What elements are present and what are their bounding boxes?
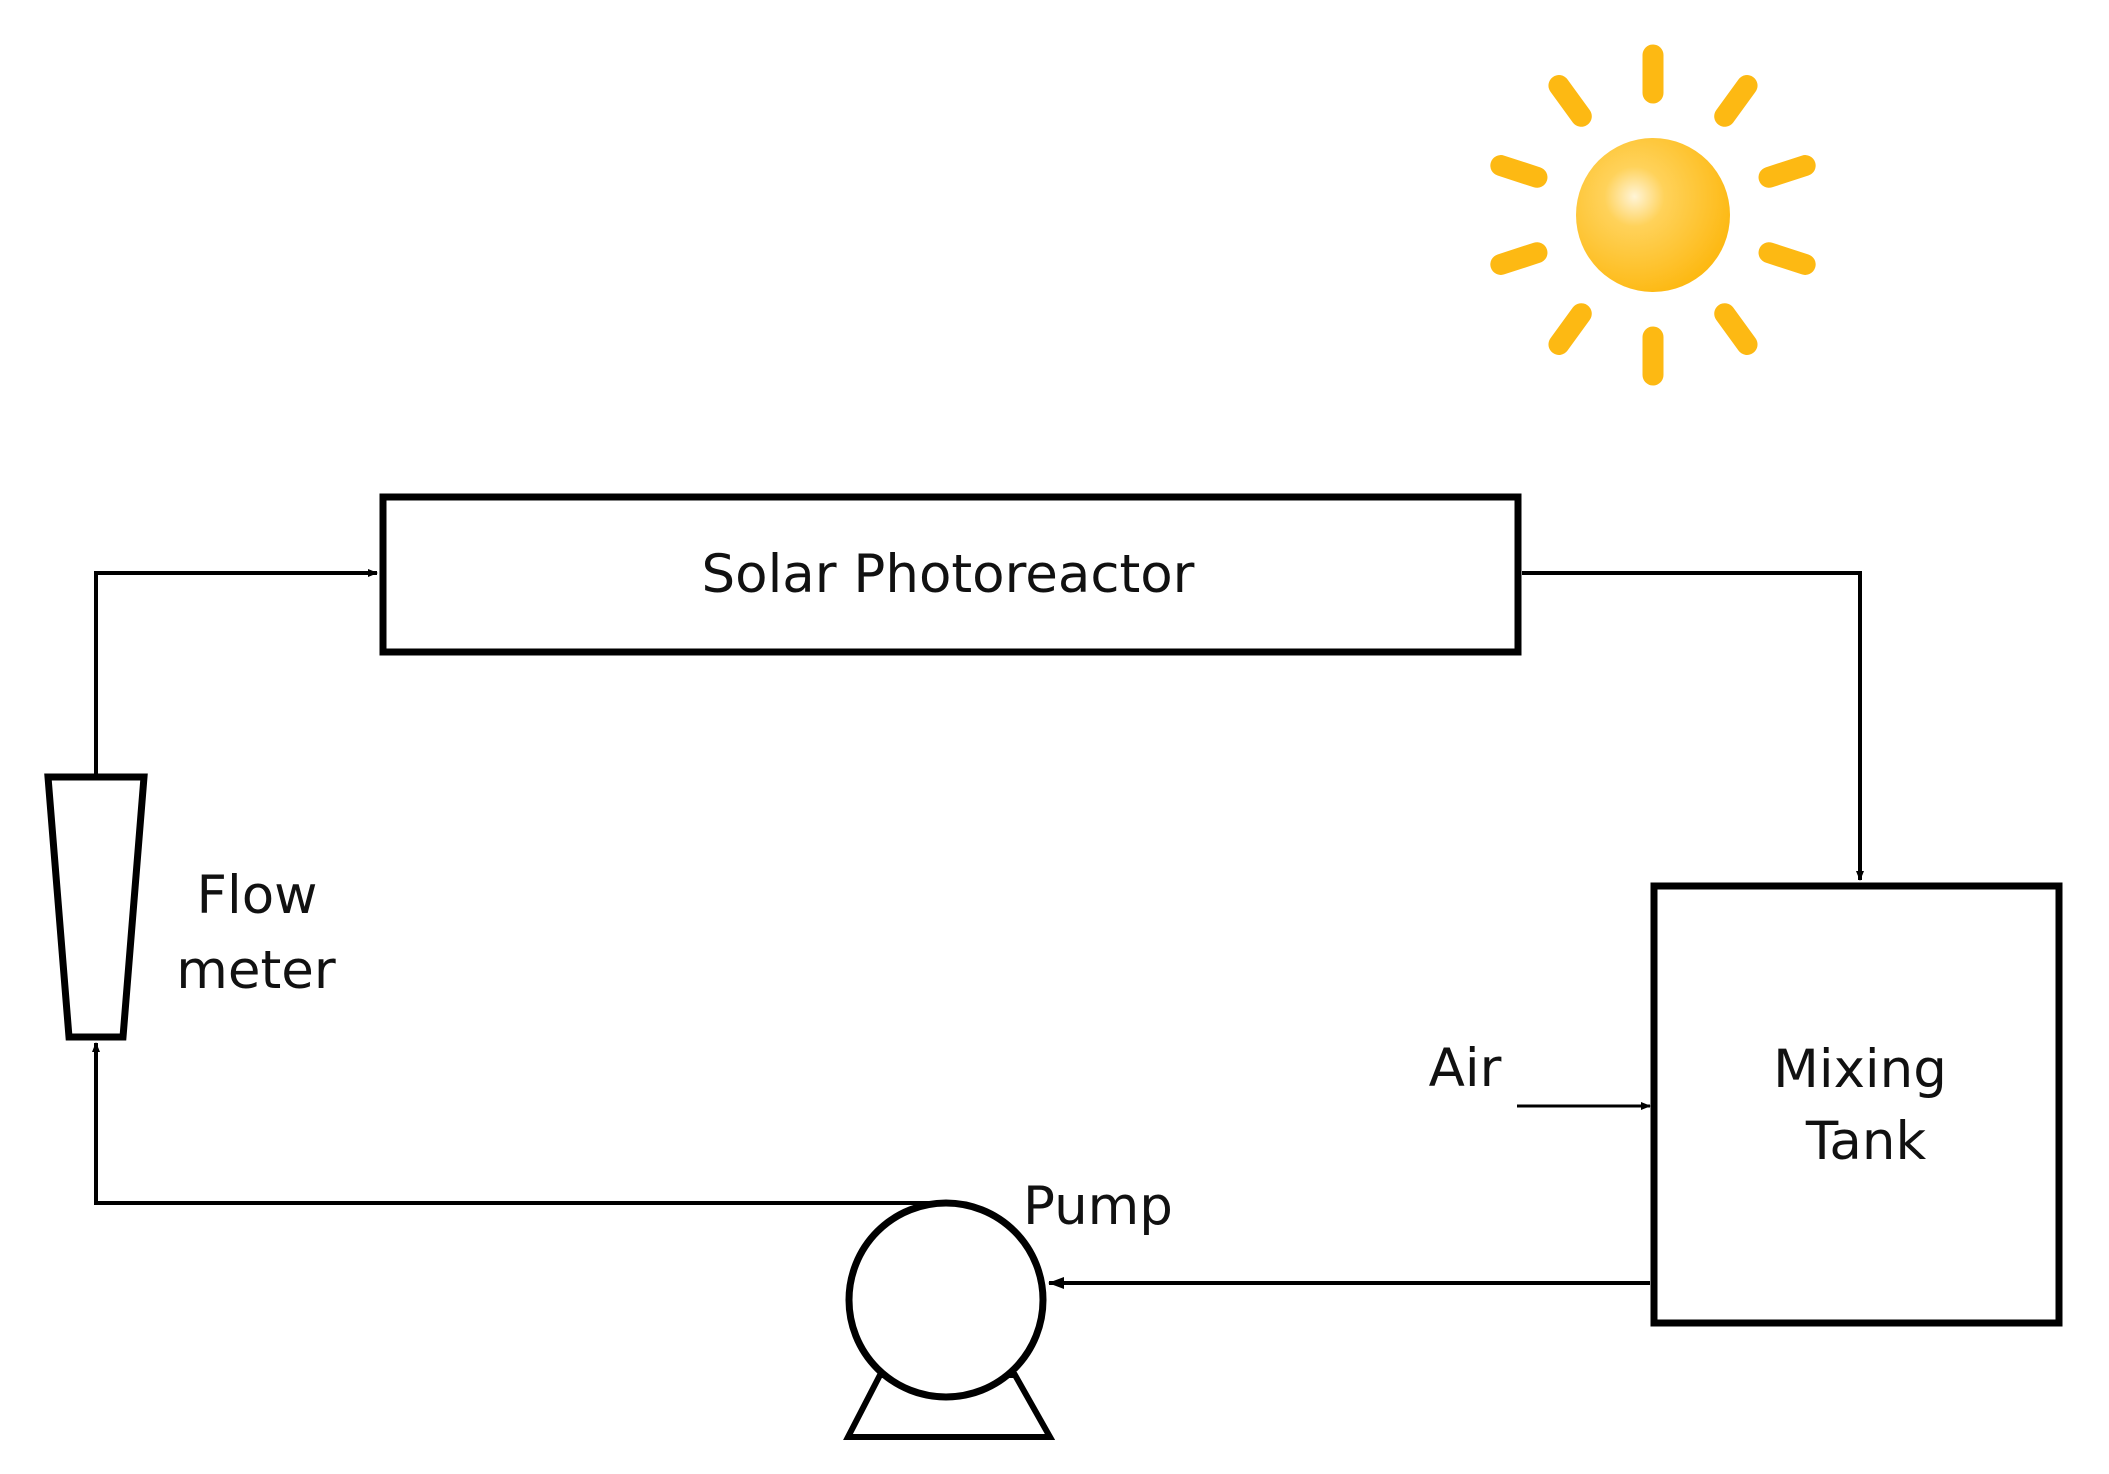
pump-body [845, 1199, 1047, 1401]
pipe-pump-to-flowmeter [92, 1042, 946, 1205]
pump-label: Pump [1023, 1176, 1173, 1237]
mixing-tank-label-line1: Mixing [1773, 1039, 1947, 1100]
mixing-tank-box [1650, 882, 2063, 1327]
air-label: Air [1429, 1038, 1502, 1099]
mixing-tank-label-line2: Tank [1805, 1111, 1927, 1172]
flow-meter-icon [44, 773, 148, 1041]
flow-meter-label-line1: Flow [197, 865, 318, 926]
pipe-flowmeter-to-reactor [94, 569, 378, 777]
pipe-reactor-to-tank [1522, 571, 1864, 881]
flow-meter-label-line2: meter [176, 940, 336, 1001]
solar-photoreactor-label: Solar Photoreactor [702, 544, 1195, 605]
solar-photoreactor-box [379, 493, 1522, 656]
sun-disc [1576, 138, 1730, 292]
pump-icon [843, 1199, 1056, 1440]
sun-icon [1490, 44, 1816, 386]
sun-rays [1490, 44, 1816, 386]
